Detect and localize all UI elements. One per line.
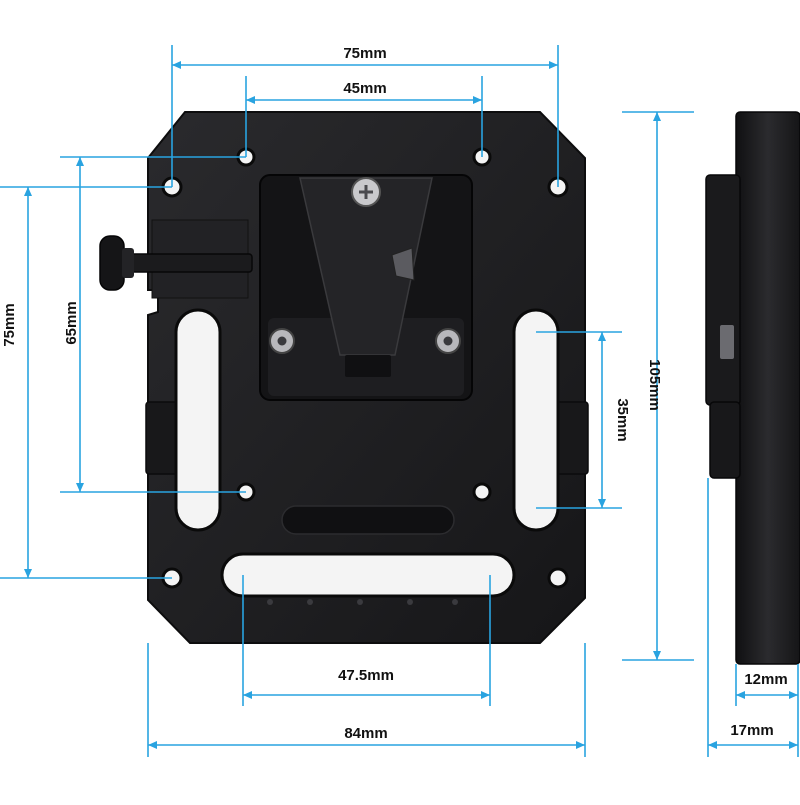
side-main-body bbox=[735, 111, 800, 665]
v-mount-latch bbox=[391, 247, 415, 281]
label-top-width: 75mm bbox=[343, 45, 386, 62]
pin-knob bbox=[99, 235, 125, 291]
label-slot-height: 35mm bbox=[614, 398, 631, 441]
right-side-tab bbox=[555, 401, 589, 475]
label-bottom-width: 84mm bbox=[344, 725, 387, 742]
side-mount-block bbox=[705, 174, 741, 406]
side-latch bbox=[720, 325, 734, 359]
screws bbox=[269, 177, 461, 354]
screw-top-cross bbox=[359, 185, 373, 199]
v-mount bbox=[259, 174, 473, 401]
side-view bbox=[705, 111, 800, 665]
screw-right-hex bbox=[443, 336, 453, 346]
label-bottom-slot-width: 47.5mm bbox=[338, 667, 394, 684]
dimension-arrowheads bbox=[24, 61, 798, 749]
label-side-height: 105mm bbox=[646, 359, 663, 411]
hole-bottom-right bbox=[547, 567, 569, 589]
label-side-depth-small: 12mm bbox=[744, 671, 787, 688]
right-vertical-slot bbox=[512, 308, 560, 532]
hole-mid-right bbox=[472, 482, 492, 502]
recessed-groove bbox=[281, 505, 455, 535]
left-vertical-slot bbox=[174, 308, 222, 532]
v-mount-notch bbox=[345, 355, 391, 377]
front-plate bbox=[99, 111, 589, 644]
label-inner-width: 45mm bbox=[343, 80, 386, 97]
left-side-tab bbox=[145, 401, 179, 475]
dimension-labels: 75mm 45mm 75mm 65mm 35mm 105mm 47.5mm 84… bbox=[1, 43, 788, 742]
screw-left-hex bbox=[277, 336, 287, 346]
label-inner-height: 65mm bbox=[63, 301, 80, 344]
bottom-horizontal-slot bbox=[220, 552, 516, 598]
pin-collar bbox=[122, 248, 134, 278]
label-side-depth-large: 17mm bbox=[730, 722, 773, 739]
dimension-lines bbox=[0, 45, 799, 757]
bottom-marks bbox=[267, 599, 458, 605]
locking-pin bbox=[99, 235, 253, 291]
v-mount-wedge bbox=[299, 177, 433, 356]
label-left-height: 75mm bbox=[1, 303, 18, 346]
side-lower-step bbox=[709, 401, 741, 479]
